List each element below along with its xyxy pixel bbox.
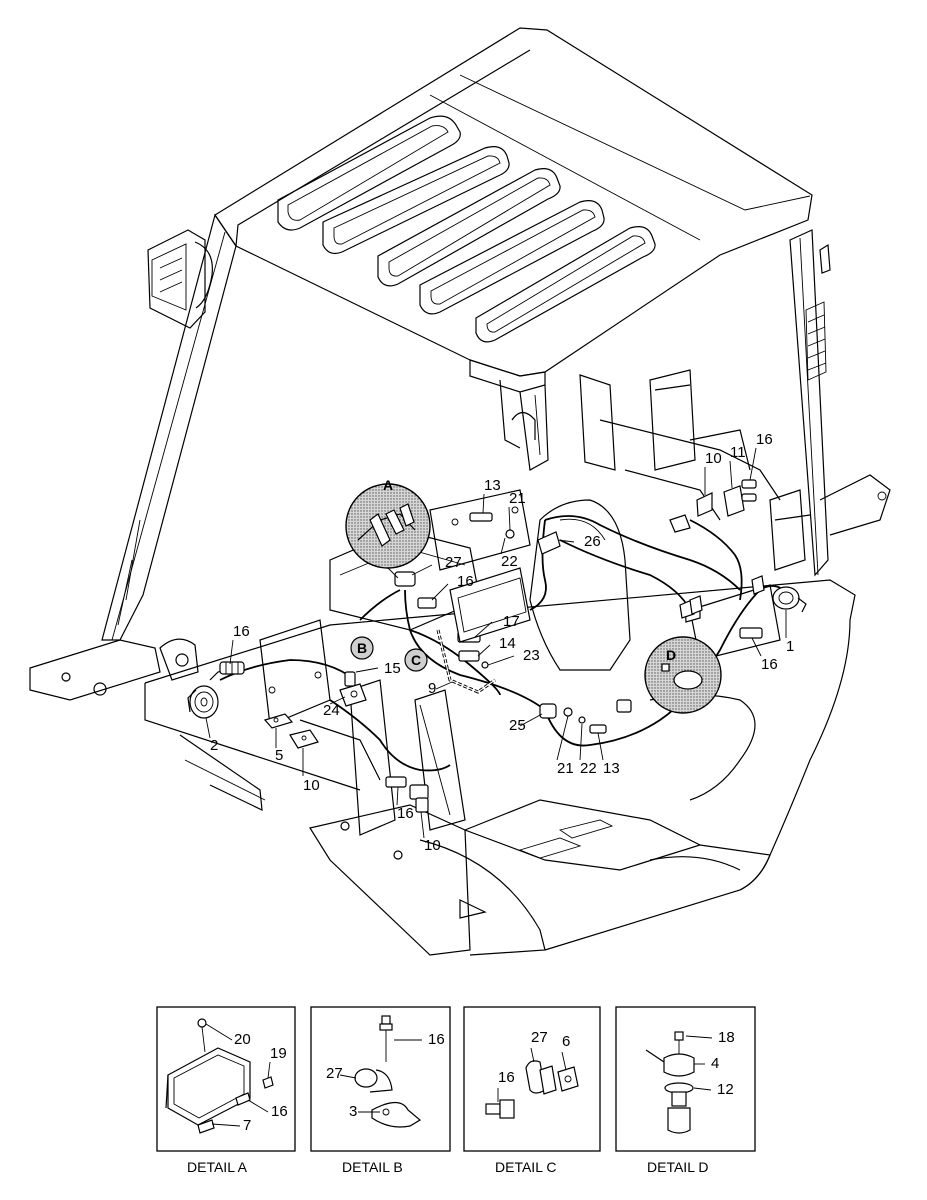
detail-b-marker: B bbox=[350, 636, 374, 660]
post-vent bbox=[805, 301, 827, 381]
detail-c-part-label: 6 bbox=[562, 1033, 570, 1050]
detail-box-c: DETAIL C 27 6 16 bbox=[463, 1006, 601, 1175]
part-callout: 24 bbox=[323, 702, 340, 719]
detail-a-magnifier: A bbox=[345, 477, 431, 569]
detail-a-part-label: 19 bbox=[270, 1045, 287, 1062]
part-callout: 1 bbox=[786, 638, 794, 655]
part-callout: 21 bbox=[509, 490, 526, 507]
detail-b-part-label: 3 bbox=[349, 1103, 357, 1120]
rear-horn-1 bbox=[772, 586, 807, 613]
detail-a-part-label: 7 bbox=[243, 1117, 251, 1134]
part-callout: 2 bbox=[210, 737, 218, 754]
detail-c-part-label: 27 bbox=[531, 1029, 548, 1046]
part-callout: 16 bbox=[761, 656, 778, 673]
part-callout: 17 bbox=[503, 613, 520, 630]
part-callout: 21 bbox=[557, 760, 574, 777]
detail-b-caption: DETAIL B bbox=[342, 1159, 403, 1175]
part-callout: 5 bbox=[275, 747, 283, 764]
detail-c-marker: C bbox=[404, 648, 428, 672]
part-callout: 9 bbox=[428, 680, 436, 697]
detail-d-part-label: 12 bbox=[717, 1081, 734, 1098]
detail-c-part-label: 16 bbox=[498, 1069, 515, 1086]
canopy-slots bbox=[277, 115, 656, 343]
part-callout: 16 bbox=[457, 573, 474, 590]
detail-b-part-label: 16 bbox=[428, 1031, 445, 1048]
overhead-guard bbox=[101, 27, 829, 641]
detail-a-marker-label: A bbox=[383, 477, 393, 493]
bolt-group-left bbox=[219, 661, 245, 675]
relay-bracket bbox=[449, 567, 531, 643]
part-callout: 22 bbox=[501, 553, 518, 570]
part-callout: 27 bbox=[445, 554, 462, 571]
rear-light-box bbox=[147, 229, 213, 329]
detail-box-d: DETAIL D 18 4 12 bbox=[615, 1006, 756, 1175]
detail-a-part-label: 16 bbox=[271, 1103, 288, 1120]
detail-d-part-label: 18 bbox=[718, 1029, 735, 1046]
part-callout: 16 bbox=[397, 805, 414, 822]
detail-box-a: DETAIL A 20 19 16 7 bbox=[156, 1006, 296, 1175]
part-callout: 16 bbox=[233, 623, 250, 640]
part-callout: 10 bbox=[424, 837, 441, 854]
detail-box-b: DETAIL B 16 27 3 bbox=[310, 1006, 451, 1175]
detail-a-part-label: 20 bbox=[234, 1031, 251, 1048]
connectors bbox=[679, 575, 765, 619]
detail-b-part-label: 27 bbox=[326, 1065, 343, 1082]
part-callout: 10 bbox=[303, 777, 320, 794]
detail-d-part-label: 4 bbox=[711, 1055, 719, 1072]
detail-c-caption: DETAIL C bbox=[495, 1159, 556, 1175]
part-callout: 13 bbox=[484, 477, 501, 494]
detail-a-caption: DETAIL A bbox=[187, 1159, 248, 1175]
part-callout: 13 bbox=[603, 760, 620, 777]
part-callout: 25 bbox=[509, 717, 526, 734]
part-callout: 11 bbox=[730, 444, 746, 461]
part-callout: 22 bbox=[580, 760, 597, 777]
detail-d-caption: DETAIL D bbox=[647, 1159, 708, 1175]
detail-d-magnifier: D bbox=[644, 636, 722, 714]
detail-d-marker-label: D bbox=[666, 647, 676, 663]
part-callout: 14 bbox=[499, 635, 516, 652]
part-callout: 10 bbox=[705, 450, 722, 467]
part-callout: 26 bbox=[584, 533, 601, 550]
detail-c-marker-label: C bbox=[411, 652, 421, 668]
part-callout: 15 bbox=[384, 660, 401, 677]
part-callout: 23 bbox=[523, 647, 540, 664]
detail-b-marker-label: B bbox=[357, 640, 367, 656]
horn-assembly bbox=[187, 667, 236, 719]
part-callout: 16 bbox=[756, 431, 773, 448]
